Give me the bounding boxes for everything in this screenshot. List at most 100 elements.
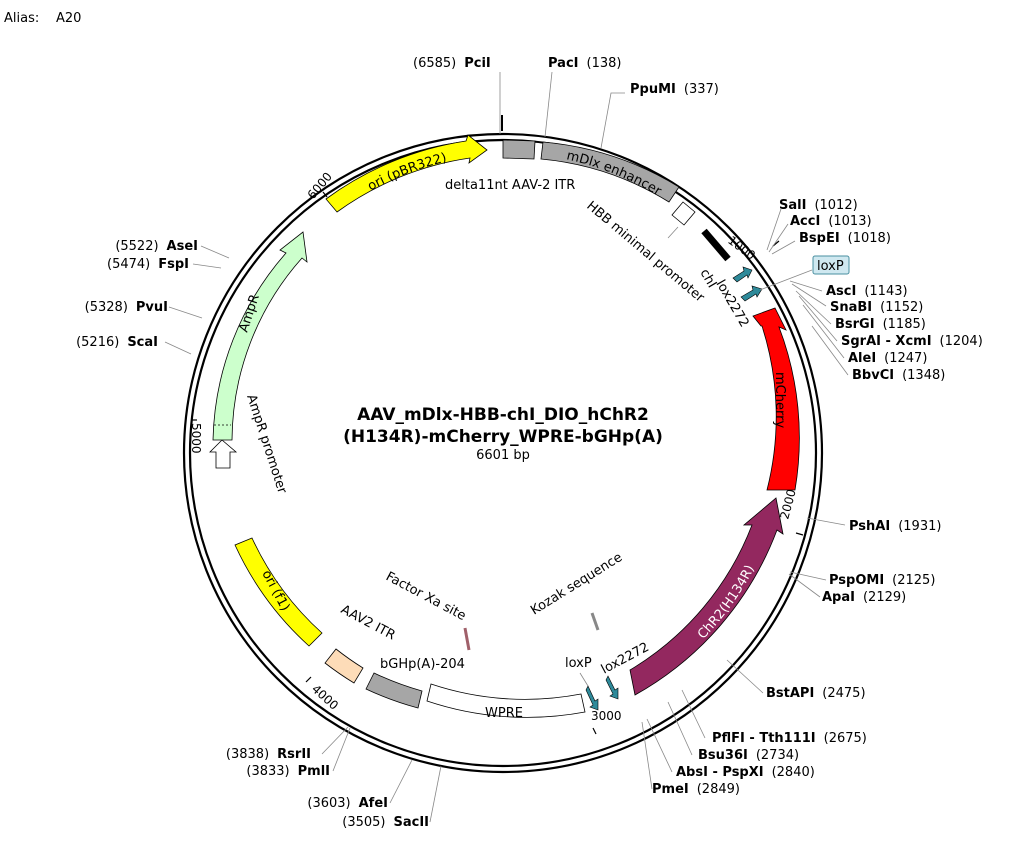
ruler-label-2000: 2000 bbox=[777, 488, 798, 521]
feature-loxp-b-label: loxP bbox=[565, 656, 592, 671]
site-pcii-name[interactable]: PciI bbox=[464, 56, 491, 71]
site-asci-name[interactable]: AscI bbox=[826, 284, 856, 299]
site-afei-name[interactable]: AfeI bbox=[359, 796, 388, 811]
feature-bghpa[interactable] bbox=[365, 672, 423, 709]
site-pshai-name[interactable]: PshAI bbox=[849, 519, 890, 534]
svg-text:AbsI - PspXI(2840): AbsI - PspXI(2840) bbox=[676, 765, 815, 780]
site-rsrii-pos: (3838) bbox=[226, 747, 269, 762]
site-bsrgi-pos: (1185) bbox=[883, 317, 926, 332]
site-afei-leader bbox=[389, 759, 413, 804]
feature-kozak[interactable] bbox=[590, 612, 600, 631]
restriction-sites bbox=[164, 71, 849, 823]
feature-ori-pbr322[interactable] bbox=[325, 134, 488, 213]
feature-loxp-b-leader bbox=[579, 672, 589, 687]
feature-ori-f1[interactable] bbox=[234, 537, 323, 647]
site-sali-name[interactable]: SalI bbox=[779, 198, 806, 213]
feature-ampr-promoter-label: AmpR promoter bbox=[243, 393, 289, 496]
site-pvui-pos: (5328) bbox=[85, 300, 128, 315]
site-snabi-name[interactable]: SnaBI bbox=[830, 300, 872, 315]
site-asei-name[interactable]: AseI bbox=[167, 239, 198, 254]
site-bsrgi-name[interactable]: BsrGI bbox=[835, 317, 875, 332]
site-ppumi-pos: (337) bbox=[684, 82, 719, 97]
feature-aav2-itr[interactable] bbox=[324, 648, 364, 684]
site-snabi-leader bbox=[791, 283, 827, 307]
site-labels: (6585)PciI PacI (138) PpuMI (337) SalI (101… bbox=[76, 56, 983, 830]
site-alei-name[interactable]: AleI bbox=[848, 351, 876, 366]
feature-loxp-b[interactable] bbox=[585, 685, 599, 711]
feature-wpre[interactable] bbox=[426, 683, 586, 718]
site-asci-pos: (1143) bbox=[864, 284, 907, 299]
site-pspomi-name[interactable]: PspOMI bbox=[829, 573, 884, 588]
svg-text:(5216)ScaI: (5216)ScaI bbox=[76, 335, 158, 350]
site-acci-pos: (1013) bbox=[828, 214, 871, 229]
svg-text:SgrAI - XcmI(1204): SgrAI - XcmI(1204) bbox=[841, 334, 983, 349]
feature-kozak-label: Kozak sequence bbox=[528, 550, 625, 618]
ruler-label-1000: 1000 bbox=[725, 233, 758, 263]
feature-loxp-a-box[interactable] bbox=[812, 255, 850, 275]
feature-mcherry[interactable] bbox=[752, 307, 800, 491]
alias-value: A20 bbox=[56, 11, 81, 26]
site-sgrai-name[interactable]: SgrAI - XcmI bbox=[841, 334, 932, 349]
site-pflfi-name[interactable]: PflFI - Tth111I bbox=[712, 731, 816, 746]
plasmid-size: 6601 bp bbox=[476, 448, 530, 463]
site-paci-pos: (138) bbox=[587, 56, 622, 71]
site-pmei-leader bbox=[641, 721, 653, 790]
site-fspi-name[interactable]: FspI bbox=[158, 257, 189, 272]
feature-hbb[interactable] bbox=[671, 201, 696, 226]
feature-ampr[interactable] bbox=[212, 231, 308, 441]
svg-text:PshAI(1931): PshAI(1931) bbox=[849, 519, 941, 534]
site-apai-name[interactable]: ApaI bbox=[822, 590, 855, 605]
feature-lox2272-a[interactable] bbox=[732, 266, 753, 283]
site-bspei-name[interactable]: BspEI bbox=[799, 231, 840, 246]
ruler-tick-2000 bbox=[795, 532, 804, 536]
site-alei-pos: (1247) bbox=[884, 351, 927, 366]
site-pspomi-leader bbox=[789, 571, 827, 581]
feature-ampr-promoter[interactable] bbox=[209, 439, 238, 469]
site-absi-name[interactable]: AbsI - PspXI bbox=[676, 765, 764, 780]
site-pmei-name[interactable]: PmeI bbox=[652, 782, 689, 797]
feature-chr2[interactable] bbox=[629, 497, 784, 696]
backbone-outer-ring bbox=[182, 132, 824, 774]
feature-loxp-a-leader bbox=[759, 269, 813, 291]
site-asei-leader bbox=[200, 245, 230, 259]
site-bbvci-name[interactable]: BbvCI bbox=[852, 368, 894, 383]
site-scai-name[interactable]: ScaI bbox=[127, 335, 158, 350]
map-title: AAV_mDlx-HBB-chI_DIO_hChR2 (H134R)-mCher… bbox=[343, 405, 663, 463]
site-bstapi-name[interactable]: BstAPI bbox=[766, 686, 814, 701]
site-pvui-name[interactable]: PvuI bbox=[136, 300, 168, 315]
site-bspei-pos: (1018) bbox=[848, 231, 891, 246]
feature-loxp-a[interactable] bbox=[740, 285, 763, 302]
svg-text:(6585)PciI: (6585)PciI bbox=[413, 56, 491, 71]
site-bsu36i-pos: (2734) bbox=[756, 748, 799, 763]
svg-text:(3505)SacII: (3505)SacII bbox=[342, 815, 429, 830]
site-sgrai-leader bbox=[798, 295, 838, 342]
site-bbvci-pos: (1348) bbox=[902, 368, 945, 383]
site-pmli-name[interactable]: PmlI bbox=[298, 764, 330, 779]
title-line-1: AAV_mDlx-HBB-chI_DIO_hChR2 bbox=[357, 405, 649, 425]
site-paci-leader bbox=[544, 71, 553, 138]
feature-lox2272-b[interactable] bbox=[605, 675, 619, 700]
site-scai-leader bbox=[164, 341, 192, 355]
site-bsu36i-name[interactable]: Bsu36I bbox=[698, 748, 748, 763]
site-ppumi-name[interactable]: PpuMI bbox=[630, 82, 676, 97]
svg-text:BbvCI(1348): BbvCI (1348) bbox=[852, 368, 945, 383]
svg-text:AleI(1247): AleI (1247) bbox=[848, 351, 927, 366]
site-paci-name[interactable]: PacI bbox=[548, 56, 579, 71]
site-acci-name[interactable]: AccI bbox=[790, 214, 820, 229]
svg-text:Bsu36I(2734): Bsu36I (2734) bbox=[698, 748, 799, 763]
ruler-label-3000: 3000 bbox=[591, 709, 622, 723]
feature-aav2-itr-label: AAV2 ITR bbox=[338, 602, 398, 643]
ruler-label-4000: 4000 bbox=[309, 682, 341, 713]
feature-chi[interactable] bbox=[701, 228, 731, 262]
feature-factor-xa-label: Factor Xa site bbox=[383, 569, 468, 624]
feature-delta-itr[interactable] bbox=[502, 139, 536, 160]
site-rsrii-name[interactable]: RsrII bbox=[277, 747, 311, 762]
site-sacii-name[interactable]: SacII bbox=[393, 815, 429, 830]
feature-mdlx[interactable] bbox=[540, 141, 680, 203]
ruler-label-5000: 5000 bbox=[189, 423, 203, 454]
site-alei-leader bbox=[802, 304, 845, 359]
site-sacii-leader bbox=[429, 765, 442, 823]
site-absi-leader bbox=[646, 718, 673, 773]
feature-factor-xa[interactable] bbox=[463, 627, 471, 651]
